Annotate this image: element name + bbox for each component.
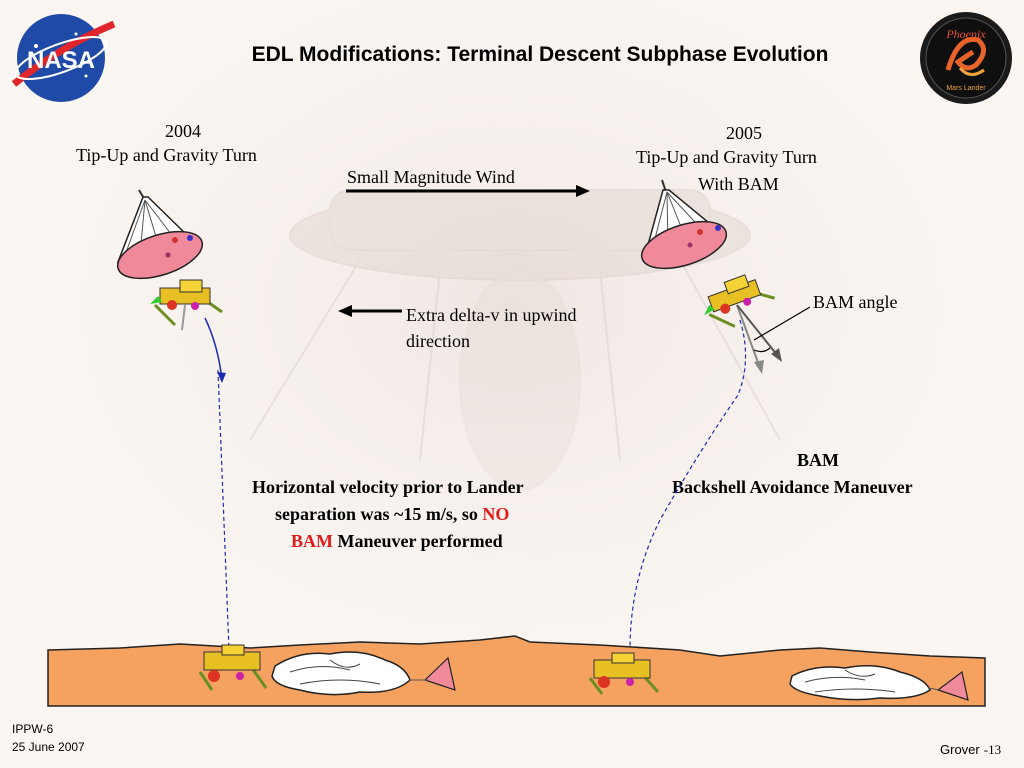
- note-bam-emphasis: BAM: [291, 531, 333, 551]
- right-scenario-label-line1: Tip-Up and Gravity Turn: [636, 147, 817, 167]
- left-year: 2004: [165, 121, 201, 141]
- page-title: EDL Modifications: Terminal Descent Subp…: [251, 43, 829, 66]
- footer-page-number: -13: [983, 742, 1002, 757]
- svg-text:NASA: NASA: [27, 47, 95, 74]
- delta-v-label-line1: Extra delta-v in upwind: [406, 305, 577, 325]
- delta-v-arrow: [338, 305, 402, 317]
- svg-text:Mars Lander: Mars Lander: [946, 85, 986, 92]
- note-line3: BAM Maneuver performed: [291, 531, 503, 552]
- footer-page-label: Grover -13: [940, 741, 1001, 759]
- bam-angle-label: BAM angle: [813, 292, 898, 312]
- right-year: 2005: [726, 123, 762, 143]
- phoenix-mission-logo: Phoenix Mars Lander: [920, 12, 1012, 104]
- wind-arrow: [346, 185, 590, 197]
- note-line1: Horizontal velocity prior to Lander: [252, 477, 524, 497]
- bam-heading: BAM: [797, 450, 839, 470]
- note-no-emphasis: NO: [482, 504, 510, 524]
- footer-author: Grover: [940, 742, 980, 757]
- note-line2-text: separation was ~15 m/s, so: [275, 504, 483, 524]
- left-scenario-label: Tip-Up and Gravity Turn: [76, 145, 257, 165]
- footer-date: 25 June 2007: [12, 740, 85, 754]
- note-line3-text: Maneuver performed: [333, 531, 503, 551]
- bam-expansion: Backshell Avoidance Maneuver: [672, 477, 913, 497]
- right-scenario-label-line2: With BAM: [698, 174, 779, 194]
- footer-conference: IPPW-6: [12, 722, 54, 736]
- svg-text:Phoenix: Phoenix: [945, 27, 986, 41]
- wind-label: Small Magnitude Wind: [347, 167, 515, 187]
- note-line2: separation was ~15 m/s, so NO: [275, 504, 509, 525]
- nasa-logo: NASA: [11, 14, 116, 102]
- delta-v-label-line2: direction: [406, 331, 470, 351]
